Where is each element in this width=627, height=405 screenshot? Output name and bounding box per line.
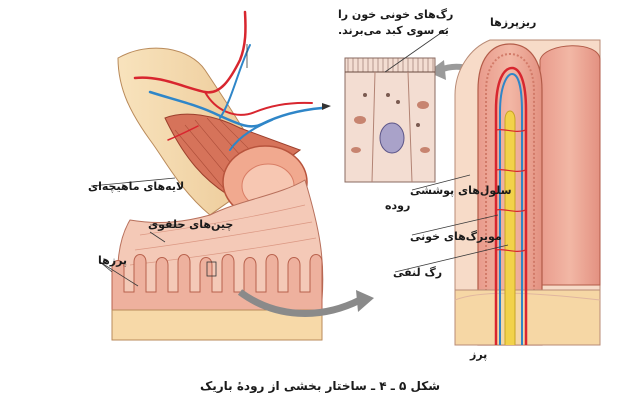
blood-flow-arrowhead (322, 103, 331, 110)
label-circular-folds: چین‌های حلقوی (148, 218, 233, 231)
intestine-tube-illustration (112, 12, 331, 340)
lymph-vessel (505, 111, 515, 345)
epithelial-cell-panel (345, 58, 435, 182)
cell-nucleus (380, 123, 404, 153)
figure-caption: شکل ۵ ـ ۴ ـ ساختار بخشی از رودهٔ باریک (200, 379, 440, 394)
label-muscle-layers: لایه‌های ماهیچه‌ای (88, 180, 184, 193)
label-microvilli: ریزپرزها (490, 16, 536, 29)
label-capillaries: مویرگ‌های خونی (410, 229, 502, 243)
label-villus: پرز (469, 348, 487, 361)
label-villi: پرزها (98, 254, 127, 267)
label-epithelial-cells-line1: سلول‌های پوششی (410, 184, 512, 197)
label-blood-vessels-line1: رگ‌های خونی خون را (338, 7, 453, 21)
label-lymph-vessel: رگ لنفی (393, 265, 442, 279)
label-epithelial-cells-line2: روده (385, 199, 410, 212)
label-blood-vessels-line2: به سوی کبد می‌برند. (338, 24, 449, 37)
